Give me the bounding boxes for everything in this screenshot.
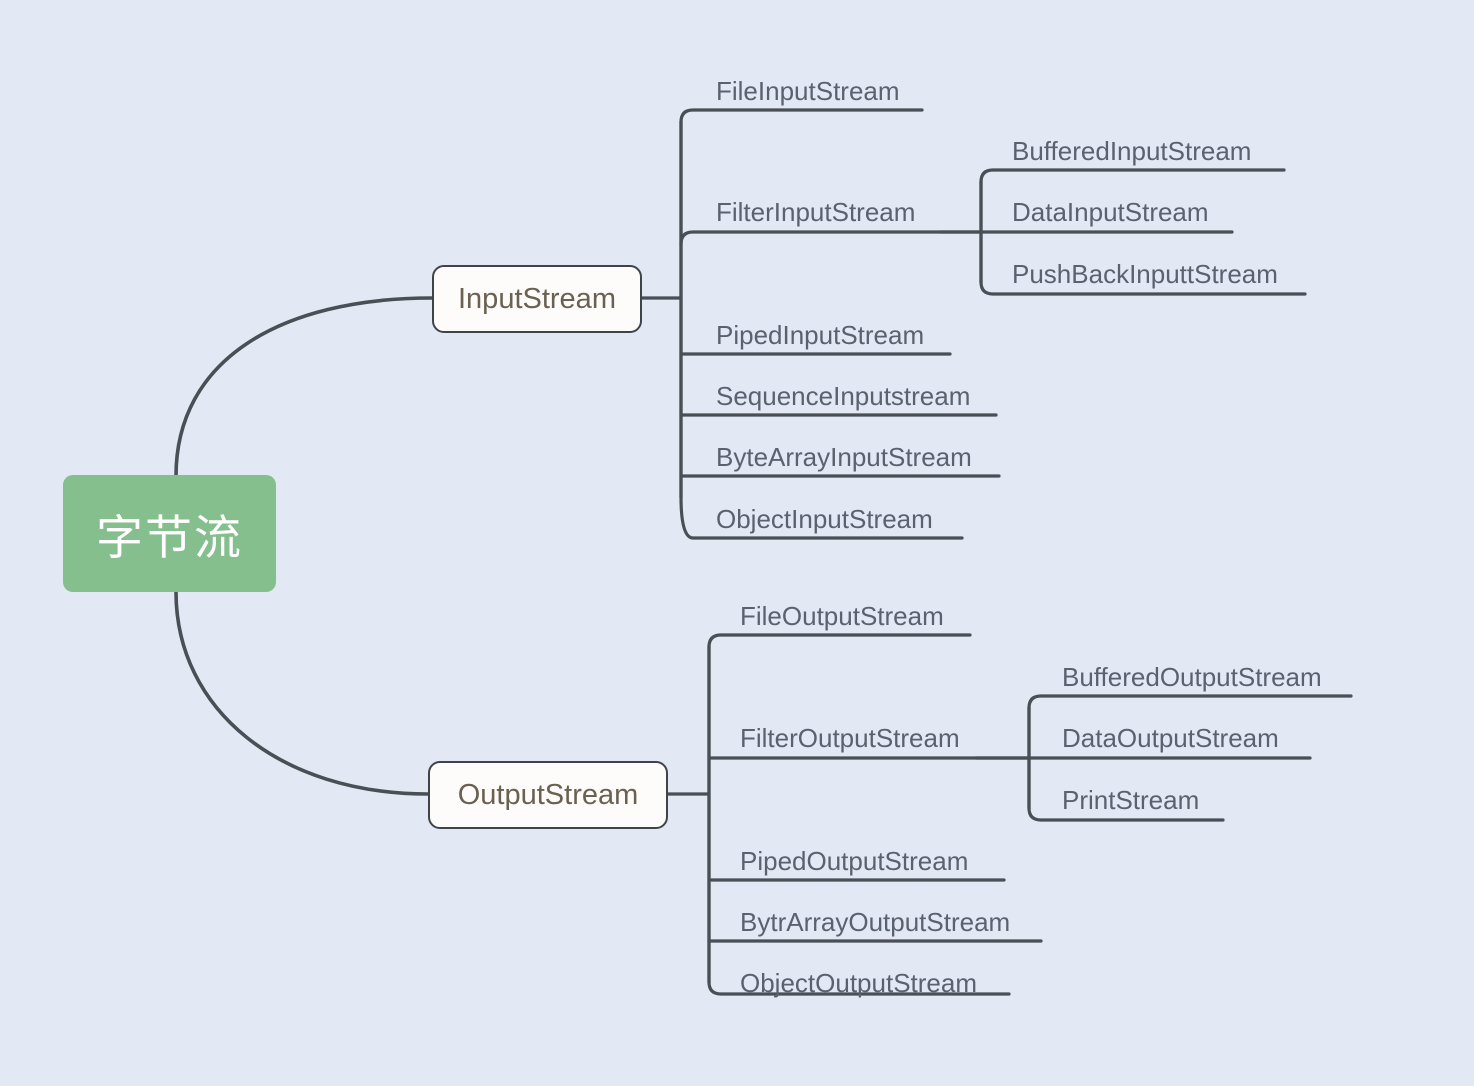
- leaf-pushbackinputtstream[interactable]: PushBackInputtStream: [1012, 259, 1278, 289]
- leaf-objectinputstream[interactable]: ObjectInputStream: [716, 504, 933, 534]
- leaf-filteroutputstream[interactable]: FilterOutputStream: [740, 723, 960, 753]
- leaf-bytearrayinputstream[interactable]: ByteArrayInputStream: [716, 442, 972, 472]
- leaf-dataoutputstream[interactable]: DataOutputStream: [1062, 723, 1279, 753]
- leaf-fileoutputstream[interactable]: FileOutputStream: [740, 601, 944, 631]
- leaf-printstream[interactable]: PrintStream: [1062, 785, 1200, 815]
- root-node[interactable]: 字节流: [63, 475, 276, 592]
- leaf-bufferedoutputstream[interactable]: BufferedOutputStream: [1062, 662, 1322, 692]
- edge-inputstream-child-1: [679, 230, 982, 246]
- edge-root-to-inputstream: [174, 296, 434, 478]
- edge-root-to-outputstream: [174, 590, 430, 796]
- leaf-bytrarrayoutputstream[interactable]: BytrArrayOutputStream: [740, 907, 1011, 937]
- edge-outputstream-child-0: [707, 633, 972, 649]
- leaf-pipedoutputstream[interactable]: PipedOutputStream: [740, 846, 969, 876]
- leaf-datainputstream[interactable]: DataInputStream: [1012, 197, 1209, 227]
- leaf-filterinputstream[interactable]: FilterInputStream: [716, 197, 916, 227]
- leaf-sequenceinputstream[interactable]: SequenceInputstream: [716, 381, 971, 411]
- leaf-pipedinputstream[interactable]: PipedInputStream: [716, 320, 925, 350]
- branch-node-outputstream[interactable]: OutputStream: [428, 761, 668, 829]
- edge-filteroutput-child-0: [1027, 694, 1353, 710]
- edge-filterinput-child-0: [979, 168, 1286, 184]
- leaf-fileinputstream[interactable]: FileInputStream: [716, 76, 900, 106]
- branch-node-inputstream[interactable]: InputStream: [432, 265, 642, 333]
- leaf-bufferedinputstream[interactable]: BufferedInputStream: [1012, 136, 1252, 166]
- edge-inputstream-child-0: [679, 108, 924, 124]
- leaf-objectoutputstream[interactable]: ObjectOutputStream: [740, 968, 977, 998]
